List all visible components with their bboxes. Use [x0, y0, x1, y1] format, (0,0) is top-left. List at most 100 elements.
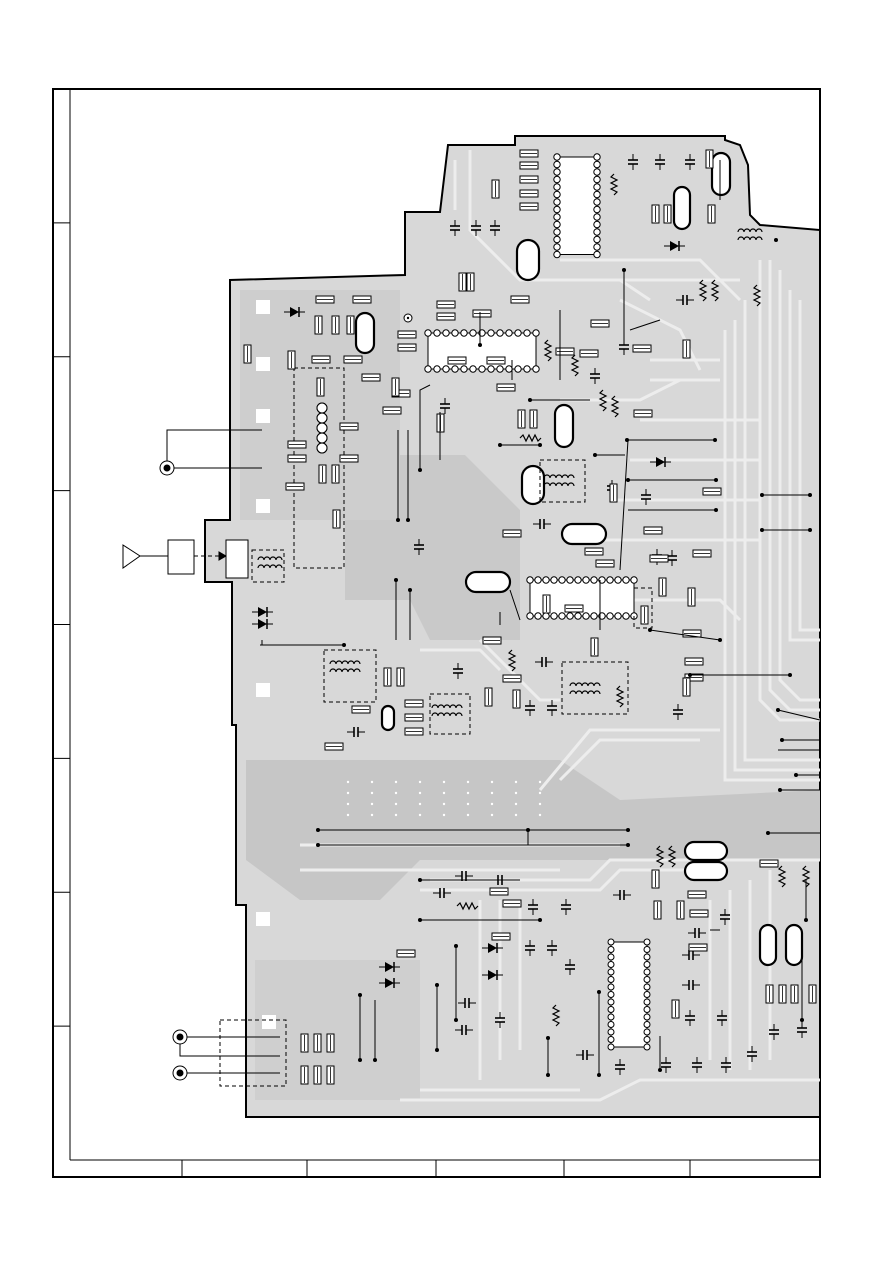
smd-chip — [520, 150, 538, 157]
via-dot — [395, 803, 397, 805]
smd-chip — [650, 555, 668, 562]
solder-dot — [454, 944, 458, 948]
solder-dot — [342, 643, 346, 647]
smd-chip — [459, 273, 466, 291]
solder-dot — [626, 828, 630, 832]
solder-dot — [774, 238, 778, 242]
smd-chip — [487, 357, 505, 364]
smd-chip — [809, 985, 816, 1003]
smd-chip — [556, 348, 574, 355]
solder-dot — [760, 493, 764, 497]
smd-chip — [689, 944, 707, 951]
via-dot — [491, 781, 493, 783]
solder-dot — [648, 628, 652, 632]
smd-chip — [405, 714, 423, 721]
smd-chip — [392, 378, 399, 396]
solder-dot — [808, 528, 812, 532]
smd-chip — [690, 910, 708, 917]
smd-chip — [511, 296, 529, 303]
smd-chip — [492, 933, 510, 940]
via-dot — [515, 803, 517, 805]
smd-chip — [398, 344, 416, 351]
smd-chip — [685, 658, 703, 665]
smd-chip — [327, 1066, 334, 1084]
solder-dot — [526, 828, 530, 832]
via-dot — [395, 781, 397, 783]
antenna-input — [123, 540, 248, 578]
solder-dot — [435, 1048, 439, 1052]
solder-dot — [546, 1073, 550, 1077]
solder-dot — [538, 918, 542, 922]
solder-dot — [788, 673, 792, 677]
solder-dot — [714, 508, 718, 512]
copper-zone-bottom-left — [255, 960, 420, 1100]
crystal-oval-icon — [685, 842, 727, 860]
solder-dot — [626, 843, 630, 847]
solder-dot — [418, 878, 422, 882]
solder-dot — [597, 1073, 601, 1077]
solder-dot — [454, 1018, 458, 1022]
smd-chip — [683, 678, 690, 696]
via-dot — [347, 814, 349, 816]
via-dot — [443, 792, 445, 794]
antenna-triangle-icon — [123, 545, 140, 568]
solder-dot — [498, 443, 502, 447]
smd-chip — [340, 455, 358, 462]
smd-chip — [703, 488, 721, 495]
smd-chip — [513, 690, 520, 708]
smd-chip — [286, 483, 304, 490]
smd-chip — [580, 350, 598, 357]
solder-dot — [808, 493, 812, 497]
via-dot — [371, 814, 373, 816]
smd-chip — [327, 1034, 334, 1052]
smd-chip — [485, 688, 492, 706]
smd-chip — [766, 985, 773, 1003]
solder-dot — [538, 443, 542, 447]
smd-chip — [353, 296, 371, 303]
via-dot — [467, 814, 469, 816]
smd-chip — [530, 410, 537, 428]
solder-dot — [406, 518, 410, 522]
smd-chip — [347, 316, 354, 334]
smd-chip — [473, 310, 491, 317]
smd-chip — [497, 384, 515, 391]
via-dot — [395, 792, 397, 794]
via-dot — [347, 781, 349, 783]
smd-chip — [503, 530, 521, 537]
smd-chip — [520, 162, 538, 169]
via-dot — [443, 781, 445, 783]
via-dot — [371, 803, 373, 805]
smd-chip — [352, 706, 370, 713]
solder-dot — [373, 1058, 377, 1062]
solder-dot — [688, 673, 692, 677]
crystal-oval-icon — [517, 240, 539, 280]
smd-chip — [467, 273, 474, 291]
solder-dot — [776, 708, 780, 712]
via-dot — [467, 803, 469, 805]
solder-dot — [546, 1036, 550, 1040]
solder-dot — [593, 453, 597, 457]
crystal-oval-icon — [786, 925, 802, 965]
smd-chip — [591, 638, 598, 656]
solder-dot — [658, 1068, 662, 1072]
smd-chip — [398, 331, 416, 338]
smd-chip — [659, 578, 666, 596]
smd-chip — [244, 345, 251, 363]
solder-dot — [622, 268, 626, 272]
via-dot — [371, 781, 373, 783]
smd-chip — [565, 605, 583, 612]
smd-chip — [591, 320, 609, 327]
via-dot — [539, 814, 541, 816]
solder-dot — [408, 588, 412, 592]
smd-chip — [314, 1034, 321, 1052]
smd-chip — [325, 743, 343, 750]
crystal-oval-icon — [562, 524, 606, 544]
via-dot — [467, 792, 469, 794]
smd-chip — [585, 548, 603, 555]
solder-dot — [766, 831, 770, 835]
via-dot — [539, 803, 541, 805]
solder-dot — [780, 738, 784, 742]
smd-chip — [437, 313, 455, 320]
pcb-board — [205, 136, 820, 1117]
